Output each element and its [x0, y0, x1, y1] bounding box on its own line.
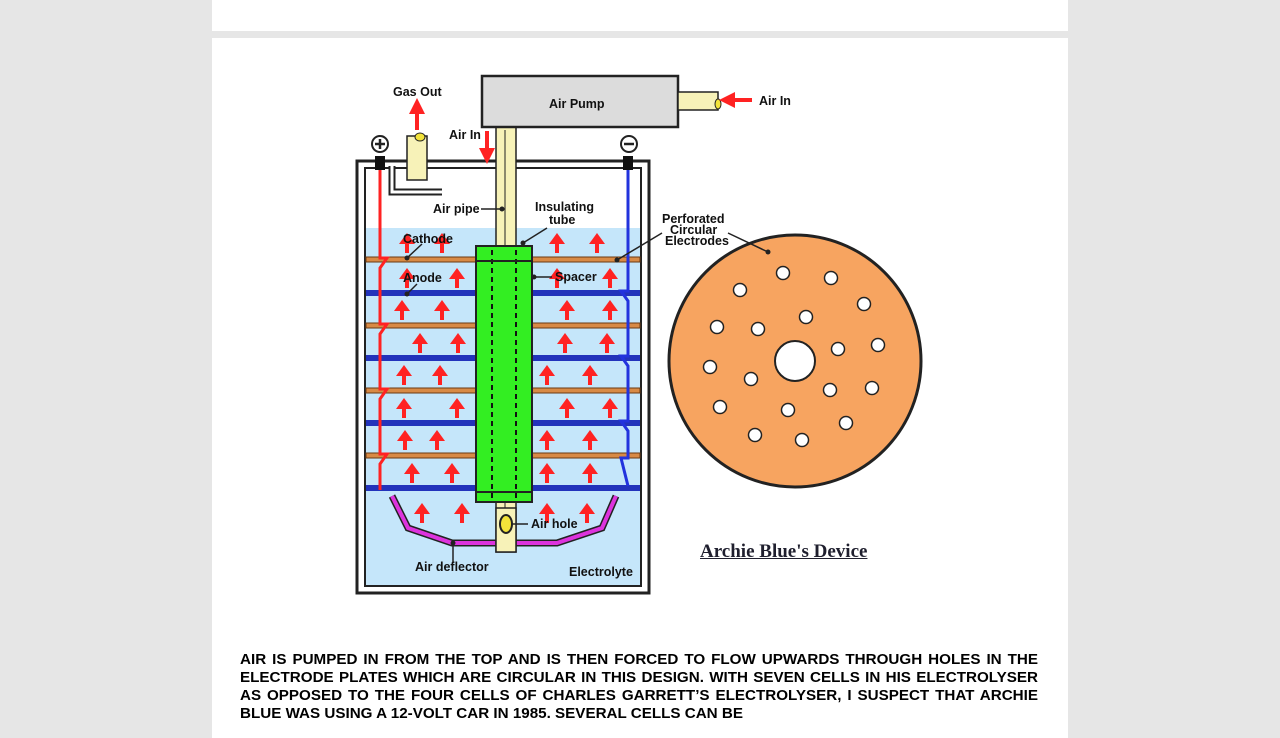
label-gas-out: Gas Out: [393, 85, 442, 99]
disc-hole: [743, 371, 759, 387]
air-arrow: [412, 333, 428, 353]
positive-terminal: [371, 135, 389, 170]
air-arrow: [579, 503, 595, 523]
air-arrow: [602, 398, 618, 418]
disc-hole: [732, 282, 748, 298]
air-arrow: [434, 300, 450, 320]
electrolyser-diagram: Gas Out Air Pump Air In Air In Air pipe …: [355, 74, 923, 595]
air-arrow: [559, 398, 575, 418]
air-arrow: [582, 463, 598, 483]
disc-hole: [856, 296, 872, 312]
positive-wire: [378, 170, 390, 490]
air-arrow: [454, 503, 470, 523]
disc-hole: [750, 321, 766, 337]
body-paragraph: Air is pumped in from the top and is the…: [240, 651, 1038, 722]
air-arrow: [589, 233, 605, 253]
disc-hole: [712, 399, 728, 415]
label-air-in-right: Air In: [759, 94, 791, 108]
spacer-column: [475, 245, 533, 503]
label-cathode: Cathode: [403, 232, 453, 246]
air-arrow: [429, 430, 445, 450]
disc-hole: [870, 337, 886, 353]
label-air-deflector: Air deflector: [415, 560, 489, 574]
document-page: Gas Out Air Pump Air In Air In Air pipe …: [212, 38, 1068, 738]
disc-hole: [747, 427, 763, 443]
air-arrow: [539, 503, 555, 523]
air-arrow: [557, 333, 573, 353]
air-arrow: [449, 268, 465, 288]
air-pump: [480, 74, 680, 129]
air-arrow: [549, 268, 565, 288]
disc-hole: [780, 402, 796, 418]
air-arrow: [450, 333, 466, 353]
air-arrow: [404, 463, 420, 483]
disc-hole: [775, 265, 791, 281]
perforated-disc: [667, 233, 923, 489]
label-perforated: Perforated: [662, 212, 725, 226]
gas-outlet: [388, 132, 442, 196]
air-arrow: [602, 268, 618, 288]
air-arrow: [396, 365, 412, 385]
air-arrow: [539, 463, 555, 483]
label-air-hole: Air hole: [531, 517, 578, 531]
disc-hole: [864, 380, 880, 396]
air-arrow: [559, 300, 575, 320]
air-arrow: [397, 430, 413, 450]
air-arrow: [399, 233, 415, 253]
air-arrow: [549, 233, 565, 253]
disc-hole: [822, 382, 838, 398]
disc-hole: [823, 270, 839, 286]
air-inlet-pipe: [677, 91, 719, 111]
label-anode: Anode: [403, 271, 442, 285]
label-tube: tube: [549, 213, 575, 227]
label-insulating: Insulating: [535, 200, 594, 214]
disc-hole: [709, 319, 725, 335]
disc-hole: [838, 415, 854, 431]
air-arrow: [539, 365, 555, 385]
air-arrow: [434, 233, 450, 253]
air-arrow: [394, 300, 410, 320]
negative-terminal: [620, 135, 638, 170]
air-arrow: [432, 365, 448, 385]
air-arrow: [399, 268, 415, 288]
disc-hole: [830, 341, 846, 357]
air-arrow: [602, 300, 618, 320]
label-circular: Circular: [670, 223, 717, 237]
label-air-pump: Air Pump: [549, 97, 605, 111]
label-spacer: Spacer: [555, 270, 597, 284]
label-electrolyte: Electrolyte: [569, 565, 633, 579]
disc-hole: [702, 359, 718, 375]
previous-page-strip: [212, 0, 1068, 31]
air-arrow: [396, 398, 412, 418]
air-arrow: [582, 365, 598, 385]
label-air-in-top: Air In: [449, 128, 481, 142]
label-electrodes: Electrodes: [665, 234, 729, 248]
label-air-pipe: Air pipe: [433, 202, 480, 216]
negative-wire: [618, 170, 630, 487]
air-arrow: [449, 398, 465, 418]
air-hole: [499, 514, 513, 534]
air-arrow: [444, 463, 460, 483]
air-arrow: [414, 503, 430, 523]
air-arrow: [582, 430, 598, 450]
disc-hole: [794, 432, 810, 448]
disc-hole: [798, 309, 814, 325]
figure-caption: Archie Blue's Device: [700, 541, 868, 562]
air-flow-arrows: [394, 233, 618, 523]
air-arrow: [599, 333, 615, 353]
air-arrow: [539, 430, 555, 450]
